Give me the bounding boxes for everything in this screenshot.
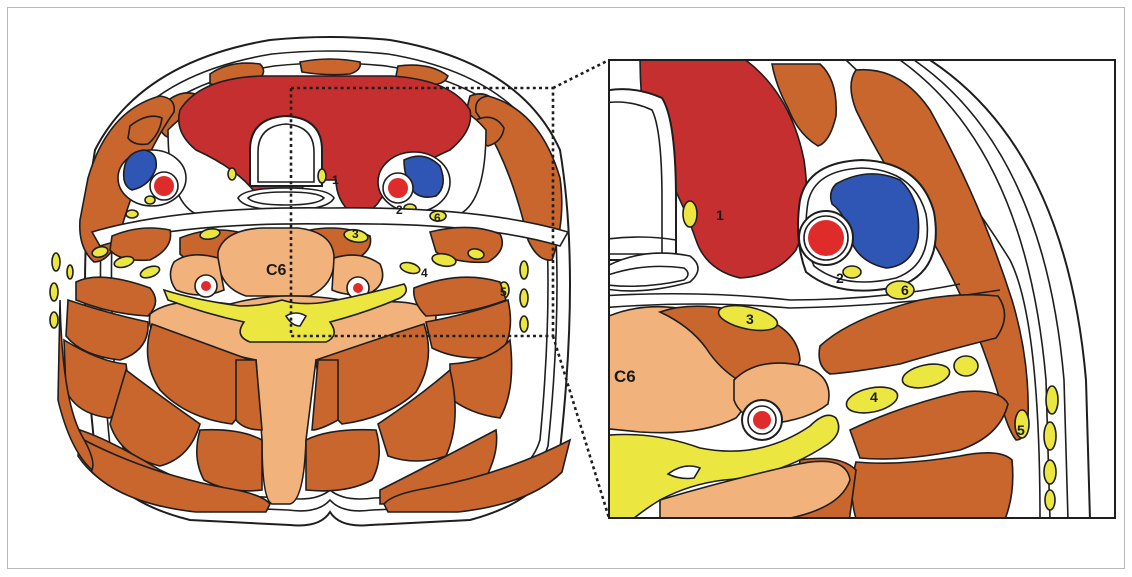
inset-vertebral-artery [753, 411, 771, 429]
inset-nerve-1 [683, 201, 697, 227]
inset-label-c6: C6 [614, 367, 636, 386]
label-1: 1 [332, 173, 339, 187]
carotid-artery-left [154, 176, 174, 196]
recurrent-laryngeal-nerve-left [228, 168, 236, 180]
label-5: 5 [500, 285, 507, 299]
esophagus-inner [248, 192, 324, 205]
vertebral-artery-left [201, 281, 211, 291]
vagus-nerve-left [145, 196, 155, 204]
label-3: 3 [352, 227, 359, 241]
inset-label-2: 2 [836, 270, 844, 286]
inset-superficial-nerve-d [1045, 490, 1055, 510]
recurrent-laryngeal-nerve-right [318, 169, 326, 183]
vertebral-artery-right [353, 283, 363, 293]
inset-nerve-6 [886, 281, 914, 299]
trachea-lumen [258, 124, 314, 182]
main-cross-section: C6 1 2 3 4 5 6 [50, 37, 570, 525]
zoom-connector-top [553, 60, 609, 88]
inset-vagus-nerve [843, 266, 861, 278]
inset-superficial-nerve-a [1046, 386, 1058, 414]
inset-label-5: 5 [1017, 422, 1025, 438]
inset-label-3: 3 [746, 311, 754, 327]
inset-superficial-nerve-c [1044, 460, 1056, 484]
inset-superficial-nerve-b [1044, 422, 1056, 450]
inset-zoom-view: C6 1 2 3 4 5 6 [600, 56, 1115, 530]
inset-label-6: 6 [901, 282, 909, 298]
label-4: 4 [421, 266, 428, 280]
label-2: 2 [396, 203, 403, 217]
carotid-artery-right [388, 178, 408, 198]
label-6: 6 [434, 211, 441, 225]
label-c6: C6 [266, 262, 287, 279]
inset-label-1: 1 [716, 207, 724, 223]
inset-label-4: 4 [870, 389, 878, 405]
inset-carotid-artery [808, 220, 844, 256]
